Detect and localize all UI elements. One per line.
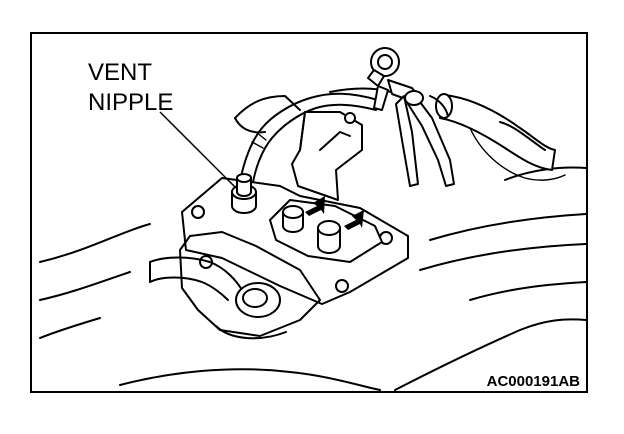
vent-hose <box>239 92 379 189</box>
lower-housing <box>149 231 321 340</box>
direction-arrows <box>305 196 364 230</box>
engine-background <box>39 87 587 391</box>
callout-leader <box>159 111 237 189</box>
callout-label-line1: VENT <box>88 59 152 86</box>
figure-code: AC000191AB <box>487 373 581 390</box>
port-nipples <box>282 205 341 254</box>
figure-frame <box>30 32 588 393</box>
right-hose <box>435 93 566 181</box>
bracket <box>291 111 363 201</box>
vent-nipple <box>231 173 257 214</box>
hose-clamp-tool <box>367 47 455 187</box>
callout-label-line2: NIPPLE <box>88 89 173 116</box>
